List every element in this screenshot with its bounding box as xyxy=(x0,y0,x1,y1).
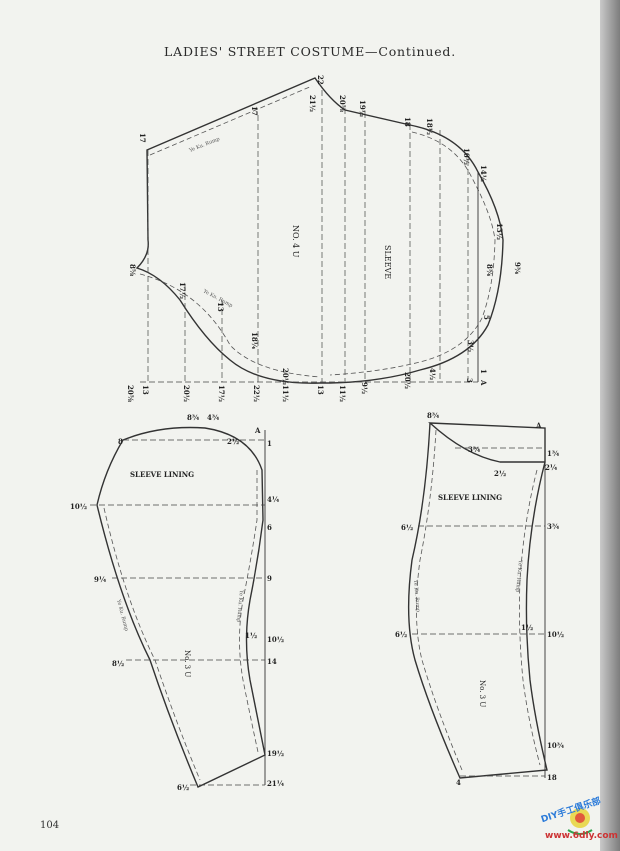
lining-right-measure: 1¾ xyxy=(547,449,560,458)
sleeve-measure: 13 xyxy=(316,385,325,395)
sleeve-measure: 10½ xyxy=(462,148,471,165)
lining-right-seam xyxy=(416,429,541,771)
sleeve-grain-top: Ye Ku. Rump xyxy=(188,136,221,154)
lining-right-grain-outer: Ye Ku. Rump xyxy=(412,579,421,613)
lining-left-measure: 6 xyxy=(267,523,272,532)
lining-left-measure: 10½ xyxy=(70,502,87,511)
sleeve-measure: 5 xyxy=(482,315,491,320)
lining-left-measure: 21¼ xyxy=(267,779,285,788)
watermark-logo xyxy=(567,808,593,835)
lining-right-guide-lines xyxy=(412,447,545,777)
sleeve-measure: 14½ xyxy=(479,165,488,182)
sleeve-measure: 13½ xyxy=(495,223,504,240)
watermark-url: www.6dly.com xyxy=(545,831,618,841)
sleeve-outline xyxy=(135,77,504,384)
lining-right-measure: 6½ xyxy=(395,630,407,639)
page-title: LADIES' STREET COSTUME—Continued. xyxy=(164,44,456,59)
lining-right-measure: 18 xyxy=(547,773,557,782)
lining-left-measure: 14 xyxy=(267,657,277,666)
lining-right-outline xyxy=(407,422,548,779)
lining-right-measure: 4 xyxy=(456,778,461,787)
sleeve-measure: 17 xyxy=(138,133,147,143)
lining-right-measure: 10¾ xyxy=(547,741,565,750)
watermark: DIY手工俱乐部 www.6dly.com xyxy=(525,796,620,841)
sleeve-seam xyxy=(139,85,496,378)
sleeve-guide-lines xyxy=(147,90,469,382)
sleeve-measure: 20⅝ xyxy=(126,385,135,403)
sleeve-pattern: SLEEVE NO. 4 U Ye Ku. Rump Ye Ku. Rump 2… xyxy=(126,75,522,403)
sleeve-measure: 13 xyxy=(141,385,150,395)
lining-left-measure: 9¼ xyxy=(94,575,107,584)
lining-left-measure: 2½ xyxy=(227,437,239,446)
sleeve-lining-left: SLEEVE LINING No. 3 U Ye Ku. Rump Ye Ku.… xyxy=(70,413,285,792)
sleeve-measure: 4½ xyxy=(428,368,437,380)
lining-left-measure: 10½ xyxy=(267,635,284,644)
lining-left-measure: 8¾ xyxy=(187,413,200,422)
sleeve-measure: 18¼ xyxy=(250,332,259,350)
lining-right-measure: 8¾ xyxy=(427,411,440,420)
sleeve-measure: 21½ xyxy=(308,95,317,112)
sleeve-piece-label: SLEEVE xyxy=(383,245,392,279)
lining-left-measure: 1 xyxy=(267,439,272,448)
sleeve-measure: 9½ xyxy=(360,382,369,394)
sleeve-measure: 17 xyxy=(250,106,259,116)
lining-right-measure: 3¾ xyxy=(468,445,481,454)
sleeve-measure: 18½ xyxy=(425,118,434,135)
lining-left-measure: 8 xyxy=(118,437,123,446)
sleeve-measure: 20½ xyxy=(403,372,412,389)
lining-right-measure: 6½ xyxy=(401,523,413,532)
page-number: 104 xyxy=(40,820,60,831)
sleeve-measure: 22 xyxy=(316,75,325,85)
sleeve-measure: 18 xyxy=(403,117,412,127)
book-gutter xyxy=(600,0,620,851)
sleeve-lining-right: SLEEVE LINING No. 3 U Ye Ku. Rump Ye Ku.… xyxy=(395,411,565,787)
lining-left-measure: 1½ xyxy=(245,631,257,640)
lining-right-piece-label: SLEEVE LINING xyxy=(438,493,502,502)
lining-left-grain-inner: Ye Ku. Rump xyxy=(235,589,244,623)
sleeve-measure: 13 xyxy=(216,302,225,312)
sleeve-measure: 11½ xyxy=(281,385,290,402)
sleeve-measure: 3½ xyxy=(466,340,475,352)
lining-left-measure: A xyxy=(254,426,261,435)
sleeve-measure: 9¾ xyxy=(513,262,522,275)
lining-right-size-label: No. 3 U xyxy=(478,680,486,707)
sleeve-measure: 20⅝ xyxy=(338,95,347,113)
lining-right-grain-inner: Ye Ku. Rump xyxy=(514,559,523,593)
lining-right-measure: 1½ xyxy=(521,623,533,632)
lining-left-measure: 19½ xyxy=(267,749,284,758)
lining-left-measure: 8½ xyxy=(112,659,124,668)
sleeve-measure: 19½ xyxy=(358,100,367,117)
sleeve-size-label: NO. 4 U xyxy=(291,225,300,258)
sleeve-measure: 17½ xyxy=(178,282,187,299)
lining-left-outline xyxy=(96,426,266,788)
lining-right-measure: 3¾ xyxy=(547,522,560,531)
sleeve-measure: 3 xyxy=(465,378,474,383)
lining-left-measure: 4¾ xyxy=(207,413,220,422)
lining-right-measure: 10½ xyxy=(547,630,564,639)
lining-left-measure: 6½ xyxy=(177,783,189,792)
sleeve-measure: 17½ xyxy=(217,385,226,402)
sleeve-measure: 20½ xyxy=(182,385,191,402)
lining-left-grain-outer: Ye Ku. Rump xyxy=(115,598,129,632)
lining-left-guide-lines xyxy=(90,439,265,786)
sleeve-measure: 11½ xyxy=(338,385,347,402)
lining-left-size-label: No. 3 U xyxy=(183,650,191,677)
lining-right-measure: 2½ xyxy=(494,469,506,478)
sleeve-measure: 8¾ xyxy=(485,264,494,277)
sleeve-measure: 20½ xyxy=(281,368,290,385)
sleeve-measure: 1 xyxy=(479,369,488,374)
lining-right-measure: 2¼ xyxy=(545,463,558,472)
lining-left-piece-label: SLEEVE LINING xyxy=(130,470,194,479)
lining-left-measure: 4¼ xyxy=(267,495,280,504)
lining-right-measure: A xyxy=(535,421,542,430)
sleeve-measure: 22½ xyxy=(252,385,261,402)
lining-left-measure: 9 xyxy=(267,574,272,583)
sleeve-measure: 8⅝ xyxy=(128,264,137,277)
sleeve-measure: A xyxy=(479,379,488,386)
